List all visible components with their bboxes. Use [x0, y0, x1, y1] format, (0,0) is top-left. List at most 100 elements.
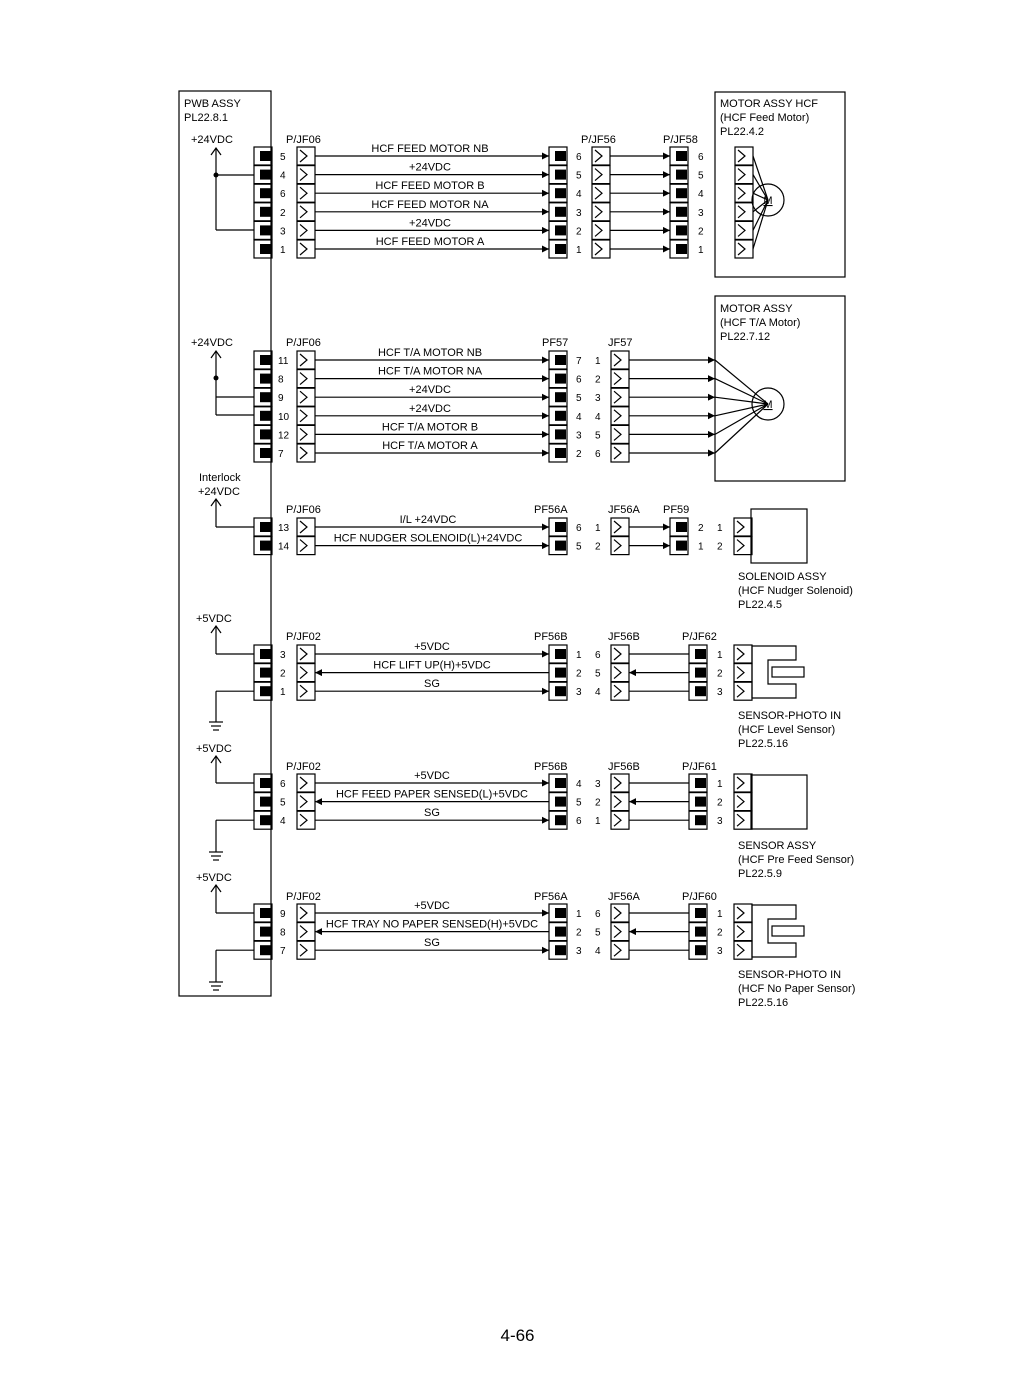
male-pin-icon — [260, 908, 271, 918]
level-sensor-label: PL22.5.16 — [738, 738, 788, 750]
pin-cell — [296, 644, 316, 664]
pin-cell — [591, 202, 611, 222]
pin-cell — [610, 921, 630, 942]
pin-cell — [296, 535, 316, 556]
jf06-connector — [296, 350, 316, 463]
jf56-connector — [610, 644, 630, 701]
pin-number: 1 — [717, 523, 723, 534]
pin-cell — [733, 681, 753, 701]
pin-number: 2 — [717, 928, 723, 939]
pin-number: 2 — [280, 208, 286, 219]
pin-number: 13 — [278, 523, 290, 534]
male-pin-icon — [695, 686, 706, 697]
connector-label: P/JF02 — [286, 631, 321, 643]
pin-number: 3 — [576, 208, 582, 219]
pwb-pins — [253, 903, 273, 960]
pin-cell — [296, 350, 316, 370]
female-terminal-icon — [613, 813, 622, 827]
pin-cell — [610, 791, 630, 812]
signal-label: HCF FEED MOTOR B — [375, 180, 484, 192]
pin-number: 4 — [280, 171, 286, 182]
male-pin-icon — [676, 244, 687, 254]
pin-cell — [296, 424, 316, 444]
pin-number: 3 — [280, 650, 286, 661]
pin-cell — [591, 183, 611, 203]
pin-cell — [610, 662, 630, 683]
nopaper-sensor-icon — [751, 904, 797, 958]
pin-number: 8 — [278, 375, 284, 386]
pin-cell — [733, 662, 753, 683]
pin-cell — [734, 239, 754, 259]
jf57-connector — [610, 350, 630, 463]
connector-label: JF56A — [608, 891, 640, 903]
male-pin-icon — [260, 522, 271, 532]
pin-number: 3 — [595, 779, 601, 790]
pin-cell — [253, 921, 273, 942]
male-pin-icon — [260, 686, 271, 697]
pin-number: 1 — [698, 542, 704, 553]
pin-number: 5 — [280, 152, 286, 163]
female-terminal-icon — [737, 149, 746, 163]
pin-cell — [610, 644, 630, 664]
male-pin-icon — [260, 926, 271, 937]
male-pin-icon — [555, 945, 566, 956]
pin-cell — [296, 940, 316, 960]
pin-cell — [733, 903, 753, 923]
pin-number: 3 — [698, 208, 704, 219]
pin-cell — [253, 662, 273, 683]
sensor-pins — [733, 773, 753, 830]
male-pin-icon — [555, 448, 566, 458]
male-pin-icon — [260, 945, 271, 956]
jf06-connector — [296, 517, 316, 556]
pin-cell — [296, 517, 316, 537]
pin-cell — [296, 387, 316, 407]
signal-label: SG — [424, 678, 440, 690]
signal-label: +24VDC — [409, 403, 451, 415]
male-pin-icon — [555, 796, 566, 807]
female-terminal-icon — [594, 242, 603, 256]
supply-label: +5VDC — [196, 872, 232, 884]
pwb-pins — [253, 517, 273, 556]
pin-cell — [253, 220, 273, 240]
jf56-connector — [610, 773, 630, 830]
pin-cell — [734, 146, 754, 166]
pin-number: 11 — [278, 356, 289, 367]
signal-label: +5VDC — [414, 900, 450, 912]
female-terminal-icon — [299, 149, 308, 163]
pin-number: 7 — [278, 449, 284, 460]
pf56-connector — [548, 773, 568, 830]
supply-label: +24VDC — [198, 486, 240, 498]
pin-cell — [610, 903, 630, 923]
jf02-connector — [296, 903, 316, 960]
male-pin-icon — [260, 815, 271, 826]
male-pin-icon — [676, 540, 687, 551]
pin-number: 6 — [280, 189, 286, 200]
pf56-connector — [548, 903, 568, 960]
connector-label: PF56A — [534, 504, 568, 516]
female-terminal-icon — [299, 168, 308, 182]
pin-number: 2 — [595, 375, 601, 386]
motor-lead — [714, 359, 769, 405]
level-sensor-icon — [751, 645, 797, 699]
signal-label: +5VDC — [414, 641, 450, 653]
motor-lead — [752, 155, 769, 201]
signal-label: HCF FEED MOTOR NB — [371, 143, 488, 155]
signal-label: HCF T/A MOTOR NA — [378, 366, 483, 378]
female-terminal-icon — [594, 223, 603, 237]
female-terminal-icon — [299, 795, 308, 809]
pin-number: 6 — [595, 650, 601, 661]
pin-cell — [610, 387, 630, 407]
pin-cell — [296, 921, 316, 942]
pin-cell — [253, 940, 273, 960]
male-pin-icon — [555, 667, 566, 678]
page-number: 4-66 — [500, 1326, 535, 1345]
male-pin-icon — [260, 796, 271, 807]
pin-number: 2 — [280, 669, 286, 680]
female-terminal-icon — [299, 186, 308, 200]
female-terminal-icon — [594, 186, 603, 200]
male-pin-icon — [260, 649, 271, 659]
male-pin-icon — [695, 945, 706, 956]
